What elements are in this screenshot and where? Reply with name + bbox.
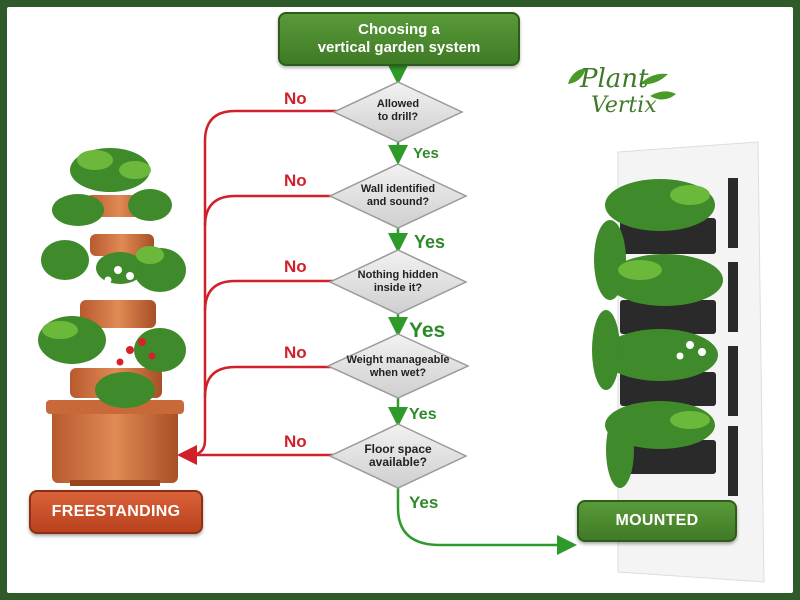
freestanding-planter-illustration (38, 148, 186, 486)
yes-label-1: Yes (413, 145, 439, 162)
yes-label-2: Yes (414, 232, 446, 252)
title-line-2: vertical garden system (317, 39, 481, 56)
logo-line-1: Plant (580, 64, 649, 94)
no-label-3: No (284, 257, 307, 276)
decision-diamonds (326, 81, 470, 489)
question-1-label: Allowed to drill? (348, 98, 448, 124)
question-5-line-2: available? (368, 455, 428, 469)
no-label-1: No (284, 89, 307, 108)
logo-line-2: Vertix (591, 93, 657, 118)
flowchart-title-box: Choosing a vertical garden system (278, 12, 520, 66)
flowchart-graphics (38, 65, 765, 583)
mounted-planter-illustration (592, 141, 765, 583)
question-2-line-1: Wall identified (360, 183, 436, 195)
question-5-line-1: Floor space (364, 442, 432, 456)
title-line-1: Choosing a (358, 21, 440, 38)
question-1-line-2: to drill? (377, 111, 419, 123)
yes-connectors (388, 65, 577, 555)
question-2-line-2: and sound? (366, 196, 430, 208)
no-label-2: No (284, 171, 307, 190)
question-3-label: Nothing hidden inside it? (342, 269, 454, 295)
yes-label-5: Yes (409, 493, 439, 512)
question-1-line-1: Allowed (376, 98, 420, 110)
question-5-label: Floor space available? (348, 443, 448, 469)
diagram-canvas: Choosing a vertical garden system Plant … (7, 7, 793, 593)
question-4-line-1: Weight manageable (346, 354, 450, 366)
yes-label-3: Yes (409, 319, 446, 342)
question-3-line-1: Nothing hidden (357, 269, 439, 281)
no-connectors (177, 109, 338, 465)
mounted-outcome: MOUNTED (577, 500, 737, 542)
no-label-5: No (284, 432, 307, 451)
yes-label-4: Yes (409, 406, 437, 423)
freestanding-outcome: FREESTANDING (29, 490, 203, 534)
logo-leaf-icon (568, 68, 676, 100)
question-4-line-2: when wet? (369, 367, 427, 379)
question-3-line-2: inside it? (373, 282, 423, 294)
no-label-4: No (284, 343, 307, 362)
question-4-label: Weight manageable when wet? (338, 354, 458, 380)
question-2-label: Wall identified and sound? (342, 183, 454, 209)
